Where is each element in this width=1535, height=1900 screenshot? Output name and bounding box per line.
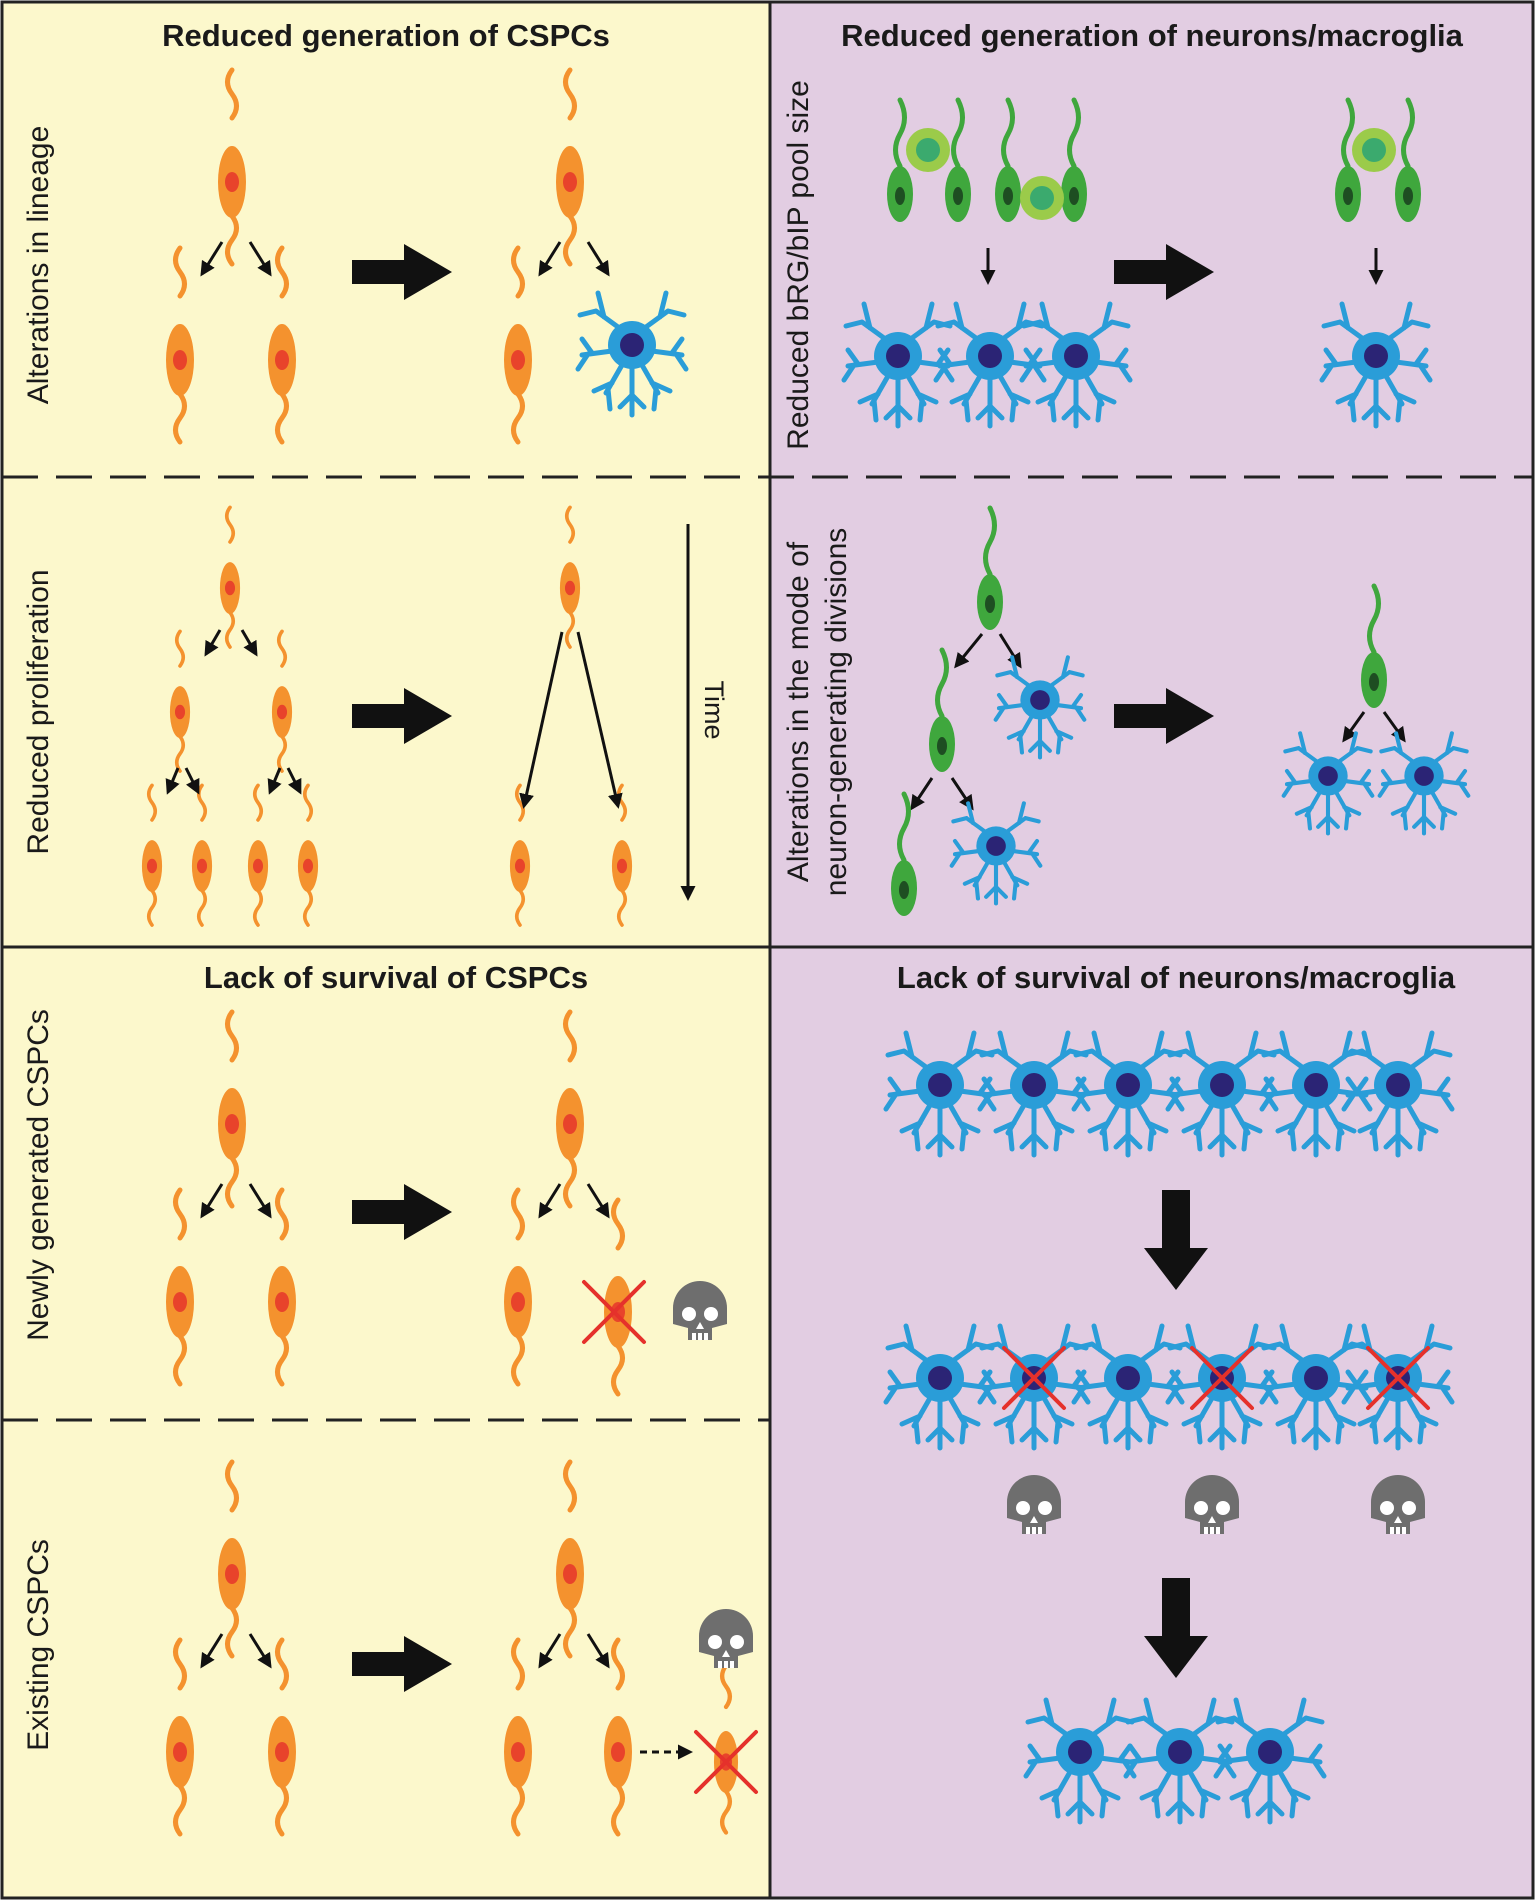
proliferation-normal: [140, 505, 320, 927]
existing-death: [504, 1462, 758, 1834]
arrow-icon: [200, 241, 224, 277]
arrow-icon: [586, 241, 610, 277]
time-axis: Time: [680, 524, 729, 901]
pool-reduced: [1322, 100, 1430, 426]
lineage-altered: [504, 70, 686, 442]
divisions-altered: [1284, 586, 1469, 833]
title-bottom-right: Lack of survival of neurons/macroglia: [897, 960, 1456, 995]
label-existing-cspcs: Existing CSPCs: [22, 1539, 55, 1751]
intermediate-progenitor-icon: [906, 128, 950, 172]
panel-bottom-left: [2, 947, 770, 1898]
existing-normal: [166, 1462, 296, 1834]
title-bottom-left: Lack of survival of CSPCs: [204, 960, 588, 995]
section-dividers: [2, 475, 1533, 1422]
title-top-left: Reduced generation of CSPCs: [162, 18, 610, 53]
intermediate-progenitor-icon: [1352, 128, 1396, 172]
label-reduced-pool-size: Reduced bRG/bIP pool size: [782, 80, 815, 450]
newly-generated-normal: [166, 1012, 296, 1384]
label-newly-generated-cspcs: Newly generated CSPCs: [22, 1009, 55, 1341]
arrow-icon: [538, 241, 562, 277]
label-alterations-in-lineage: Alterations in lineage: [22, 126, 55, 405]
newly-generated-death: [504, 1012, 727, 1394]
label-reduced-proliferation: Reduced proliferation: [22, 569, 55, 854]
panel-top-right: [770, 2, 1533, 947]
lineage-normal: [166, 70, 296, 442]
arrow-icon: [248, 241, 272, 277]
intermediate-progenitor-icon: [1020, 176, 1064, 220]
divisions-normal: [891, 508, 1084, 916]
label-mode-of-divisions-line2: neuron-generating divisions: [820, 528, 853, 897]
proliferation-reduced: [508, 505, 634, 927]
time-label: Time: [699, 681, 729, 740]
title-top-right: Reduced generation of neurons/macroglia: [841, 18, 1464, 53]
pool-normal: [844, 100, 1130, 426]
label-mode-of-divisions-line1: Alterations in the mode of: [782, 541, 815, 882]
panel-top-left: [2, 2, 770, 947]
